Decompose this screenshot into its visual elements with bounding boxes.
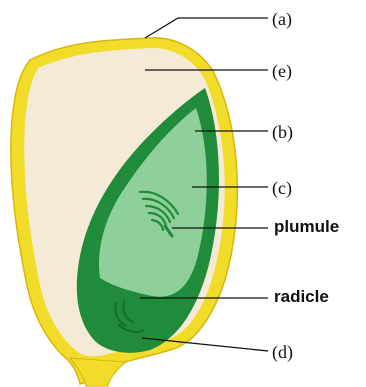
label-e: (e) [272,62,292,80]
label-d: (d) [272,343,293,361]
label-a: (a) [272,10,292,28]
label-c: (c) [272,179,292,197]
label-plumule: plumule [274,218,339,235]
label-b: (b) [272,123,293,141]
label-radicle: radicle [274,288,329,305]
pointer-line-a [145,18,268,38]
